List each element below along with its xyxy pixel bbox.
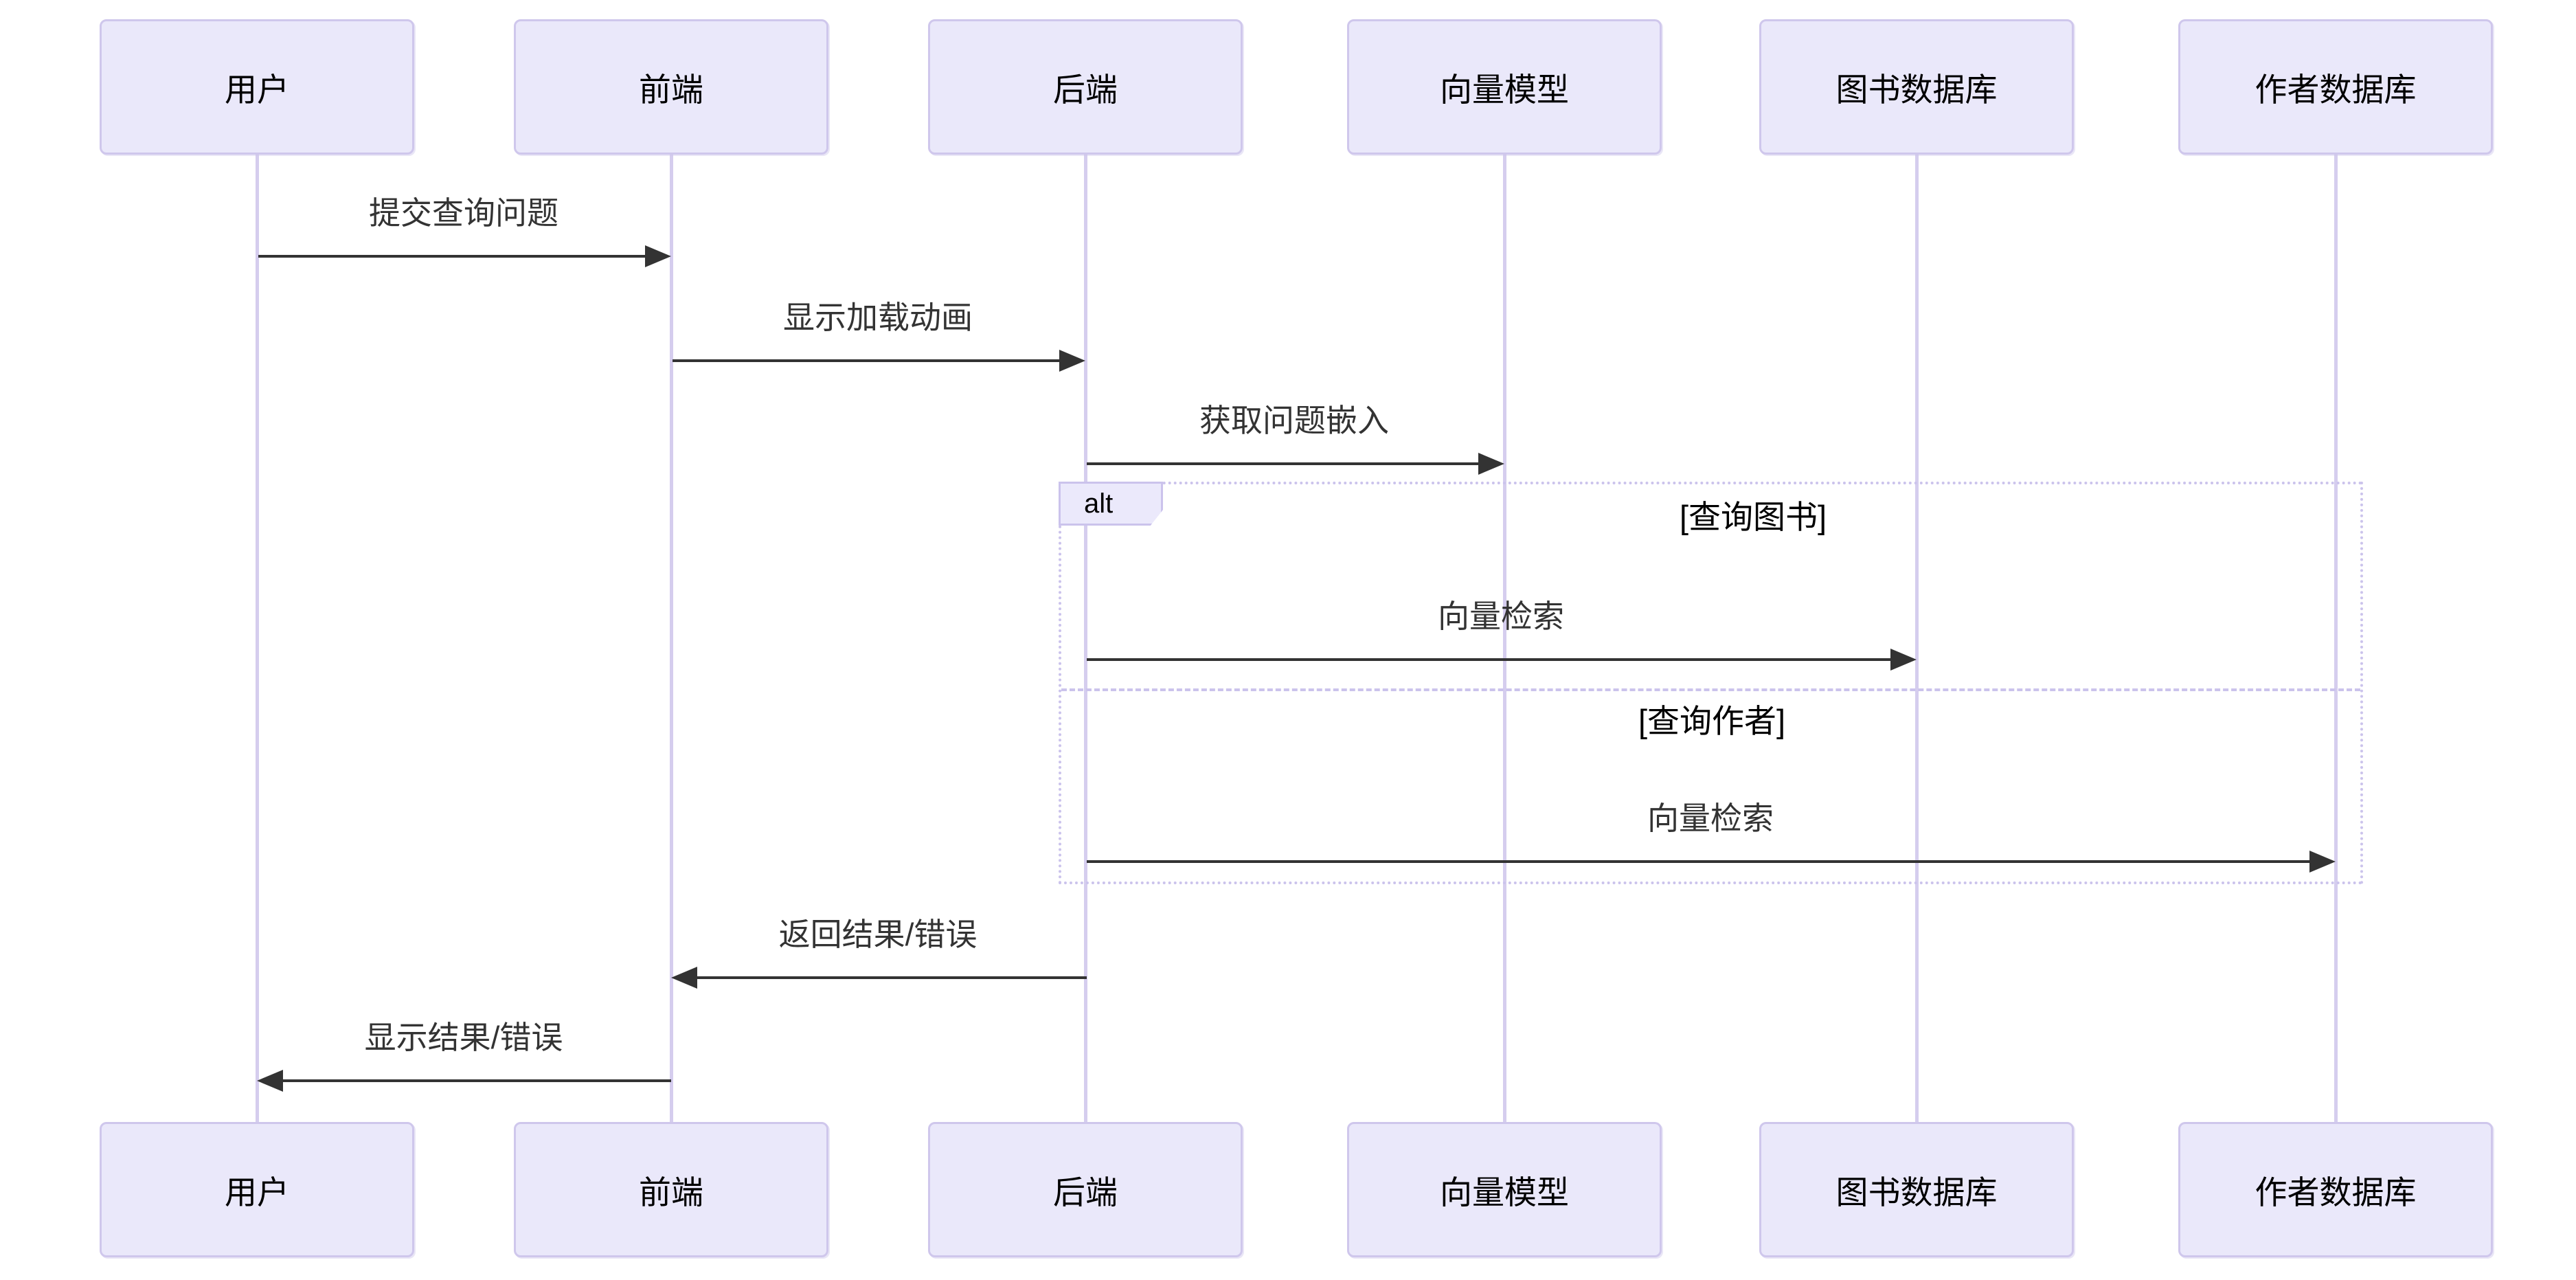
arrowhead-right-icon — [645, 245, 671, 267]
actor-bottom-book-database: 图书数据库 — [1759, 1122, 2074, 1257]
actor-label: 作者数据库 — [2255, 1174, 2417, 1211]
message-arrow-line — [258, 255, 645, 258]
actor-label: 前端 — [639, 71, 703, 108]
lifeline-backend — [1084, 155, 1087, 1122]
actor-bottom-author-database: 作者数据库 — [2178, 1122, 2493, 1257]
actor-label: 后端 — [1053, 1174, 1118, 1211]
message-arrow-line — [1087, 462, 1478, 465]
message-label: 向量检索 — [1647, 800, 1774, 836]
actor-label: 图书数据库 — [1835, 1174, 1998, 1211]
actor-bottom-vector-model: 向量模型 — [1347, 1122, 1662, 1257]
alt-frame — [1059, 482, 2363, 884]
arrowhead-left-icon — [671, 967, 697, 989]
arrowhead-right-icon — [2309, 851, 2336, 873]
actor-label: 向量模型 — [1440, 1174, 1569, 1211]
actor-bottom-frontend: 前端 — [514, 1122, 828, 1257]
arrowhead-right-icon — [1478, 453, 1504, 475]
message-arrow-line — [1087, 658, 1890, 661]
actor-label: 后端 — [1053, 71, 1118, 108]
actor-bottom-backend: 后端 — [928, 1122, 1243, 1257]
alt-condition-books: [查询图书] — [1679, 499, 1827, 535]
actor-label: 用户 — [225, 1174, 289, 1211]
actor-top-book-database: 图书数据库 — [1759, 19, 2074, 155]
alt-else-divider — [1061, 688, 2360, 691]
actor-label: 作者数据库 — [2255, 71, 2417, 108]
message-arrow-line — [697, 976, 1087, 979]
message-label: 获取问题嵌入 — [1199, 403, 1389, 438]
message-arrow-line — [673, 359, 1059, 362]
alt-keyword-text: alt — [1084, 488, 1114, 519]
arrowhead-left-icon — [257, 1070, 283, 1092]
message-label: 显示加载动画 — [783, 300, 973, 335]
message-arrow-line — [283, 1079, 671, 1082]
lifeline-frontend — [670, 155, 673, 1122]
actor-label: 向量模型 — [1440, 71, 1569, 108]
message-label: 向量检索 — [1438, 598, 1564, 634]
actor-label: 前端 — [639, 1174, 703, 1211]
lifeline-author-database — [2334, 155, 2338, 1122]
actor-label: 用户 — [225, 71, 289, 108]
lifeline-vector-model — [1503, 155, 1506, 1122]
actor-top-vector-model: 向量模型 — [1347, 19, 1662, 155]
actor-top-frontend: 前端 — [514, 19, 828, 155]
actor-bottom-user: 用户 — [100, 1122, 414, 1257]
actor-top-user: 用户 — [100, 19, 414, 155]
arrowhead-right-icon — [1890, 649, 1917, 671]
alt-condition-authors: [查询作者] — [1638, 703, 1786, 739]
message-label: 显示结果/错误 — [364, 1020, 563, 1055]
alt-keyword-label: alt — [1059, 482, 1163, 526]
actor-top-backend: 后端 — [928, 19, 1243, 155]
actor-label: 图书数据库 — [1835, 71, 1998, 108]
arrowhead-right-icon — [1059, 350, 1085, 372]
actor-top-author-database: 作者数据库 — [2178, 19, 2493, 155]
message-label: 提交查询问题 — [369, 195, 558, 231]
lifeline-book-database — [1915, 155, 1919, 1122]
lifeline-user — [256, 155, 259, 1122]
message-label: 返回结果/错误 — [778, 917, 978, 952]
message-arrow-line — [1087, 860, 2309, 863]
